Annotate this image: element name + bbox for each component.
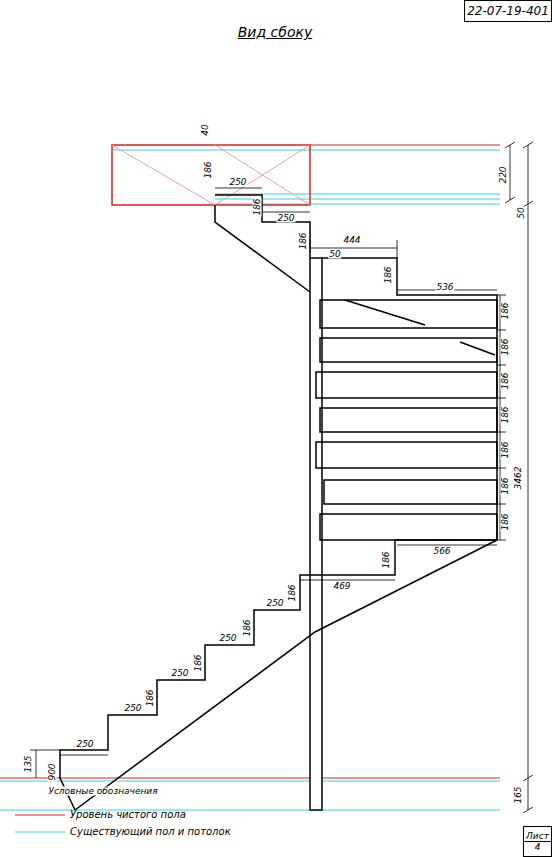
dimension-value: 186 xyxy=(501,301,510,320)
dimension-value: 186 xyxy=(204,160,213,179)
dimension-value: 900 xyxy=(48,762,57,781)
dimension-value: 186 xyxy=(288,583,297,602)
dimension-value: 186 xyxy=(501,405,510,424)
finished-floor-lines xyxy=(0,145,500,815)
dimension-value: 566 xyxy=(432,547,451,556)
dimension-value: 250 xyxy=(228,178,247,187)
dimension-value: 536 xyxy=(435,283,454,292)
dimension-value: 186 xyxy=(243,618,252,637)
slab-opening-cross xyxy=(112,145,310,205)
dimension-value: 186 xyxy=(382,550,391,569)
existing-floor-lines xyxy=(0,150,500,832)
dimension-value: 250 xyxy=(75,740,94,749)
view-title: Вид сбоку xyxy=(238,24,312,40)
legend-heading: Условные обозначения xyxy=(47,787,158,796)
legend-entry: Уровень чистого пола xyxy=(70,809,186,820)
dimension-value: 3462 xyxy=(514,466,523,491)
dimension-value: 250 xyxy=(276,214,295,223)
dimension-value: 250 xyxy=(218,634,237,643)
dimension-value: 250 xyxy=(265,599,284,608)
dimension-value: 186 xyxy=(384,265,393,284)
dimension-value: 186 xyxy=(194,653,203,672)
box-text: Лист xyxy=(524,831,551,842)
dimension-value: 186 xyxy=(146,688,155,707)
box-text: 22-07-19-401 xyxy=(467,4,549,18)
dimension-value: 135 xyxy=(24,754,33,773)
dimension-value: 250 xyxy=(170,669,189,678)
dimension-value: 186 xyxy=(501,337,510,356)
dimension-value: 220 xyxy=(499,165,508,184)
sheet-number-box: Лист4 xyxy=(523,826,552,857)
dimension-value: 186 xyxy=(501,440,510,459)
dimension-value: 50 xyxy=(517,206,526,219)
dimension-value: 186 xyxy=(501,512,510,531)
drawing-code-box: 22-07-19-401 xyxy=(464,0,552,22)
dimension-value: 165 xyxy=(514,785,523,804)
dimension-lines xyxy=(30,142,533,813)
dimension-value: 250 xyxy=(123,704,142,713)
dimension-value: 469 xyxy=(332,582,351,591)
stair-outline xyxy=(60,195,497,810)
dimension-value: 186 xyxy=(253,197,262,216)
dimension-value: 40 xyxy=(201,123,210,136)
legend-entry: Существующий пол и потолок xyxy=(70,826,231,837)
box-value: 4 xyxy=(524,842,551,852)
dimension-value: 186 xyxy=(501,371,510,390)
dimension-value: 186 xyxy=(501,476,510,495)
dimension-value: 50 xyxy=(328,250,341,259)
dimension-value: 186 xyxy=(299,231,308,250)
dimension-value: 444 xyxy=(342,236,361,245)
